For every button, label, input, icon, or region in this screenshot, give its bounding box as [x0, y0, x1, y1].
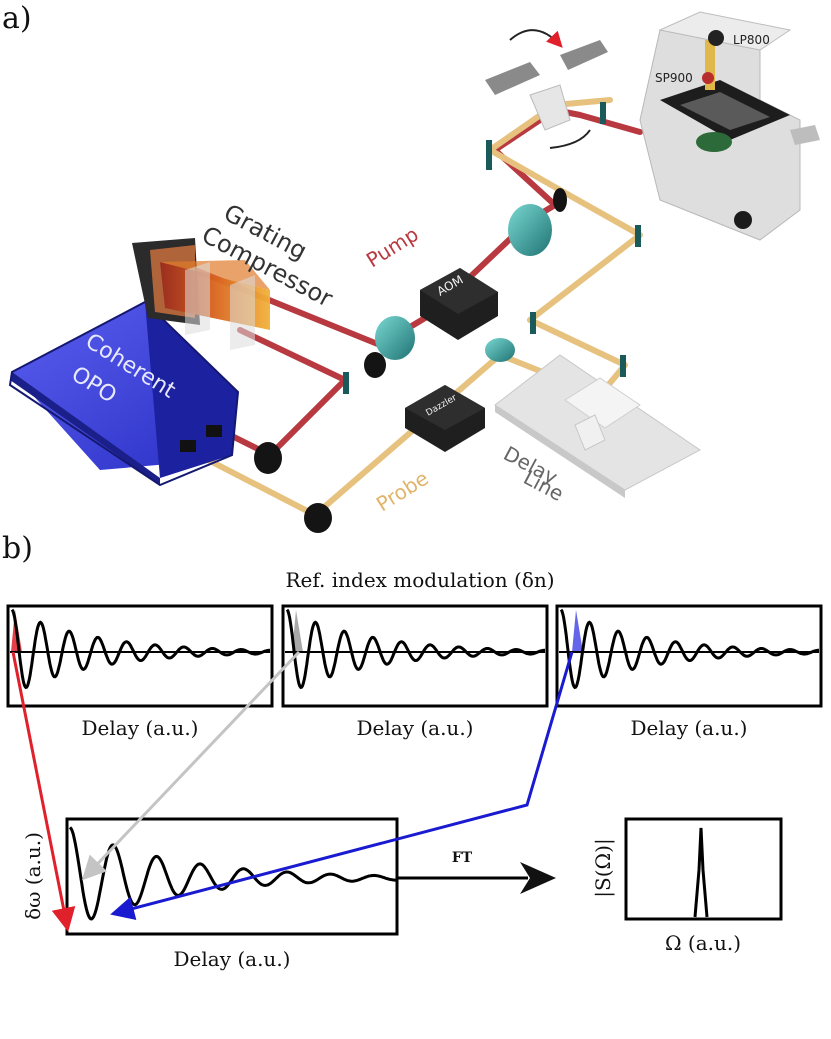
- panel-b: b) Ref. index modulation (δn) Delay (a.u…: [2, 531, 823, 971]
- mirror: [486, 140, 492, 170]
- modulation-trace-1: Delay (a.u.): [6, 604, 274, 740]
- spectrum-frame: [624, 817, 783, 921]
- microscope: SP900 LP800: [639, 11, 820, 241]
- main-trace-wave: [68, 826, 396, 921]
- delay-line-stage: Delay Line: [494, 354, 701, 506]
- aom-modulator: AOM: [420, 268, 498, 340]
- main-trace-frame: [65, 817, 399, 936]
- modulation-traces: Delay (a.u.) Delay (a.u.) Delay (a.u.): [6, 604, 823, 740]
- panel-a: a) Coherent OPO Grating: [2, 1, 820, 533]
- dazzler-modulator: Dazzler: [405, 385, 485, 452]
- spectrum-peak: [693, 827, 709, 918]
- probe-delay-marker: [572, 610, 583, 652]
- spectrum-ylabel: |S(Ω)|: [591, 838, 616, 897]
- mirror: [304, 503, 332, 533]
- modulation-trace-2: Delay (a.u.): [281, 604, 549, 740]
- opo-laser: Coherent OPO: [8, 300, 240, 487]
- mirror: [254, 442, 282, 474]
- main-trace-xlabel: Delay (a.u.): [174, 947, 291, 971]
- main-trace-plot: Delay (a.u.) δω (a.u.): [21, 817, 399, 971]
- mirror: [553, 188, 567, 212]
- red-mapping-arrow: [11, 651, 76, 932]
- spectrum-plot: Ω (a.u.) |S(Ω)|: [591, 817, 783, 955]
- lp800-filter-label: LP800: [733, 33, 770, 47]
- ft-label: FT: [452, 850, 473, 866]
- mirror: [600, 102, 606, 124]
- trace-xlabel: Delay (a.u.): [357, 716, 474, 740]
- modulation-trace-3: Delay (a.u.): [555, 604, 823, 740]
- sp900-filter-label: SP900: [655, 71, 693, 85]
- lens: [508, 204, 552, 256]
- panel-b-label: b): [2, 531, 33, 566]
- panel-a-label: a): [2, 1, 32, 36]
- mirror: [364, 352, 386, 378]
- trace-wave: [10, 608, 270, 690]
- probe-label: Probe: [372, 466, 433, 516]
- pump-label: Pump: [362, 222, 423, 272]
- trace-xlabel: Delay (a.u.): [631, 716, 748, 740]
- optics: [254, 102, 641, 533]
- mirror: [530, 312, 536, 334]
- panel-b-heading: Ref. index modulation (δn): [285, 568, 554, 592]
- mirror: [343, 372, 349, 394]
- gray-mapping-arrow: [81, 650, 301, 881]
- main-trace-ylabel: δω (a.u.): [21, 832, 45, 920]
- trace-wave: [559, 608, 819, 690]
- blue-mapping-arrow: [110, 651, 574, 921]
- trace-frame: [555, 604, 823, 708]
- trace-frame: [281, 604, 549, 708]
- delay-line-label-line2: Line: [520, 465, 568, 506]
- grating-compressor: Grating Compressor: [132, 199, 337, 350]
- mirror: [635, 225, 641, 247]
- trace-wave: [285, 608, 545, 690]
- mapping-arrows: [11, 650, 574, 932]
- spectrum-xlabel: Ω (a.u.): [665, 931, 741, 955]
- probe-delay-marker: [292, 610, 303, 652]
- trace-xlabel: Delay (a.u.): [82, 716, 199, 740]
- scanning-mirrors: [485, 29, 608, 149]
- trace-frame: [6, 604, 274, 708]
- lens: [375, 316, 415, 360]
- mirror: [620, 355, 626, 377]
- ft-arrow: FT: [398, 850, 556, 894]
- lens: [485, 338, 515, 362]
